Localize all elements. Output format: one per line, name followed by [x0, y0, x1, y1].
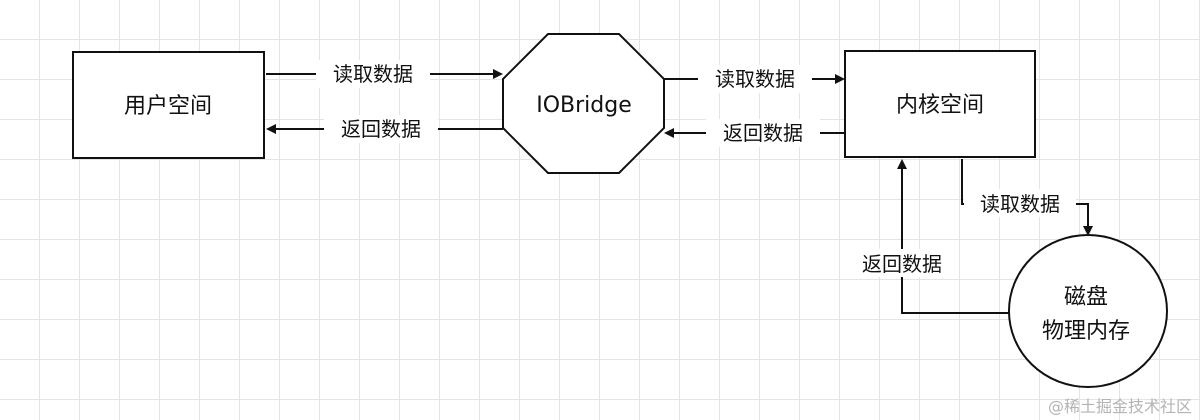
edge-label-disk-to-kernel: 返回数据	[862, 252, 942, 276]
watermark-text: @稀土掘金技术社区	[1048, 397, 1192, 416]
edge-kernel-to-bridge: 返回数据	[664, 119, 845, 147]
disk-label-line2: 物理内存	[1042, 319, 1130, 344]
edge-label-bridge-to-kernel: 读取数据	[715, 67, 795, 91]
kernel-space-node: 内核空间	[844, 50, 1036, 158]
io-bridge-node: IOBridge	[502, 33, 665, 174]
edge-label-user-to-bridge: 读取数据	[333, 62, 413, 86]
io-bridge-label: IOBridge	[536, 93, 632, 118]
edge-label-bridge-to-user: 返回数据	[341, 117, 421, 141]
kernel-space-label: 内核空间	[896, 93, 984, 118]
edge-kernel-to-disk: 读取数据	[961, 159, 1093, 236]
edge-user-to-bridge: 读取数据	[266, 60, 503, 88]
user-space-node: 用户空间	[72, 51, 265, 159]
edge-label-kernel-to-bridge: 返回数据	[723, 121, 803, 145]
user-space-label: 用户空间	[124, 94, 212, 119]
disk-label-line1: 磁盘	[1064, 285, 1108, 310]
edge-bridge-to-kernel: 读取数据	[664, 65, 845, 93]
edge-label-kernel-to-disk: 读取数据	[980, 192, 1060, 216]
disk-node: 磁盘 物理内存	[1008, 234, 1168, 388]
edge-disk-to-kernel: 返回数据	[846, 159, 1009, 314]
edge-bridge-to-user: 返回数据	[266, 115, 503, 143]
